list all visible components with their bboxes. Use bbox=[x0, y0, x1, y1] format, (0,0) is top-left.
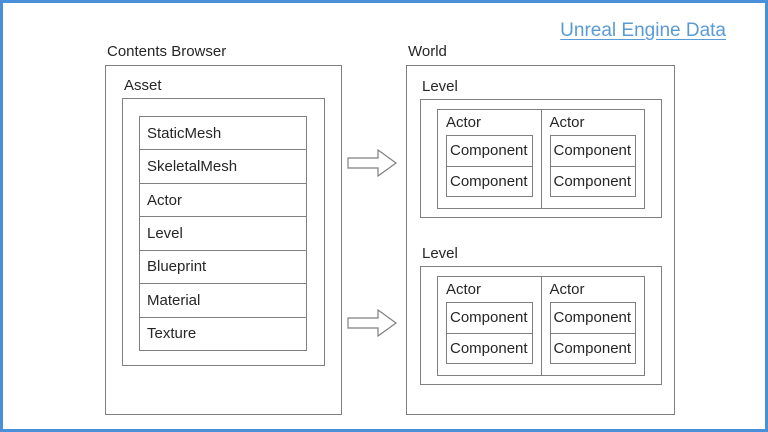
list-item[interactable]: Material bbox=[140, 284, 306, 318]
page-title: Unreal Engine Data bbox=[560, 20, 726, 41]
actor-label: Actor bbox=[549, 114, 585, 131]
level-box: Actor Component Component Actor Componen… bbox=[420, 266, 662, 385]
component-group: Component Component bbox=[446, 302, 533, 364]
component-item[interactable]: Component bbox=[553, 172, 632, 190]
component-group: Component Component bbox=[446, 135, 533, 197]
actor-cell[interactable]: Actor Component Component bbox=[438, 110, 542, 208]
actor-cell[interactable]: Actor Component Component bbox=[438, 277, 542, 375]
asset-type-list: StaticMesh SkeletalMesh Actor Level Blue… bbox=[139, 116, 307, 351]
level-heading: Level bbox=[422, 245, 458, 262]
actor-cell[interactable]: Actor Component Component bbox=[541, 277, 644, 375]
component-item[interactable]: Component bbox=[550, 303, 635, 334]
arrow-right-icon bbox=[347, 308, 397, 338]
list-item[interactable]: Level bbox=[140, 217, 306, 251]
arrow-right-icon bbox=[347, 148, 397, 178]
list-item[interactable]: Blueprint bbox=[140, 251, 306, 285]
actor-container: Actor Component Component Actor Componen… bbox=[437, 109, 645, 209]
component-item[interactable]: Component bbox=[450, 172, 528, 190]
component-item[interactable]: Component bbox=[550, 136, 635, 167]
actor-label: Actor bbox=[549, 281, 585, 298]
component-item[interactable]: Component bbox=[450, 339, 528, 357]
component-group: Component Component bbox=[549, 135, 636, 197]
actor-cell[interactable]: Actor Component Component bbox=[541, 110, 644, 208]
actor-label: Actor bbox=[446, 114, 482, 131]
component-item[interactable]: Component bbox=[553, 339, 632, 357]
list-item[interactable]: SkeletalMesh bbox=[140, 150, 306, 184]
contents-browser-heading: Contents Browser bbox=[107, 43, 227, 60]
asset-heading: Asset bbox=[124, 77, 162, 94]
component-item[interactable]: Component bbox=[447, 136, 532, 167]
level-heading: Level bbox=[422, 78, 458, 95]
list-item[interactable]: Actor bbox=[140, 184, 306, 218]
level-box: Actor Component Component Actor Componen… bbox=[420, 99, 662, 218]
list-item[interactable]: Texture bbox=[147, 325, 197, 343]
component-group: Component Component bbox=[549, 302, 636, 364]
actor-label: Actor bbox=[446, 281, 482, 298]
actor-container: Actor Component Component Actor Componen… bbox=[437, 276, 645, 376]
list-item[interactable]: StaticMesh bbox=[140, 117, 306, 151]
component-item[interactable]: Component bbox=[447, 303, 532, 334]
world-heading: World bbox=[408, 43, 447, 60]
